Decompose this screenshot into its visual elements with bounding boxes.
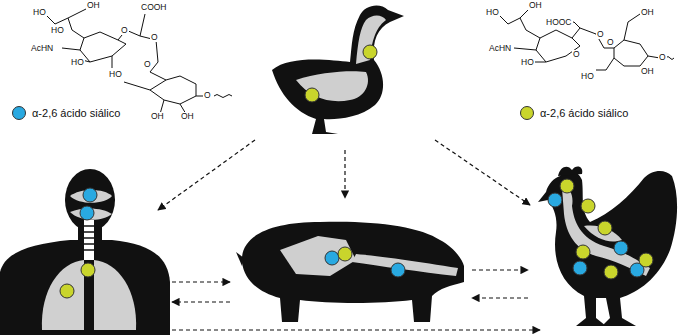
atom-label: O (658, 53, 667, 62)
atom-label: HOOC (545, 18, 573, 27)
legend-text: α-2,6 ácido siálico (540, 107, 628, 119)
legend-swatch (520, 106, 534, 120)
atom-label: OH (640, 67, 655, 76)
atom-label: O (120, 26, 129, 35)
atom-label: HO (32, 8, 47, 17)
atom-label: AcHN (30, 44, 54, 53)
atom-label: HO (108, 70, 123, 79)
sialic-structure-left (45, 8, 232, 114)
atom-label: O (596, 30, 605, 39)
atom-label: AcHN (488, 44, 512, 53)
duck (272, 5, 404, 134)
pig (236, 222, 464, 322)
human (0, 169, 170, 335)
atom-label: HO (520, 58, 535, 67)
atom-label: O (572, 50, 581, 59)
atom-label: O (150, 33, 159, 42)
receptor-dots (60, 45, 653, 298)
atom-label: OH (528, 1, 543, 10)
legend-swatch (12, 106, 26, 120)
atom-label: O (606, 38, 615, 47)
chicken (538, 167, 677, 326)
transmission-arrows (158, 140, 540, 330)
atom-label: OH (86, 1, 101, 10)
atom-label: OH (180, 112, 195, 121)
atom-label: OH (150, 112, 165, 121)
sialic-structure-right (498, 8, 674, 70)
atom-label: O (203, 91, 212, 100)
legend-item: α-2,6 ácido siálico (520, 106, 628, 120)
atom-label: OH (640, 8, 655, 17)
legend-item: α-2,6 ácido siálico (12, 106, 120, 120)
atom-label: HO (580, 72, 595, 81)
atom-label: HO (50, 26, 65, 35)
legend-text: α-2,6 ácido siálico (32, 107, 120, 119)
atom-label: HO (70, 58, 85, 67)
atom-label: HO (485, 8, 500, 17)
atom-label: O (143, 60, 152, 69)
atom-label: COOH (140, 3, 168, 12)
